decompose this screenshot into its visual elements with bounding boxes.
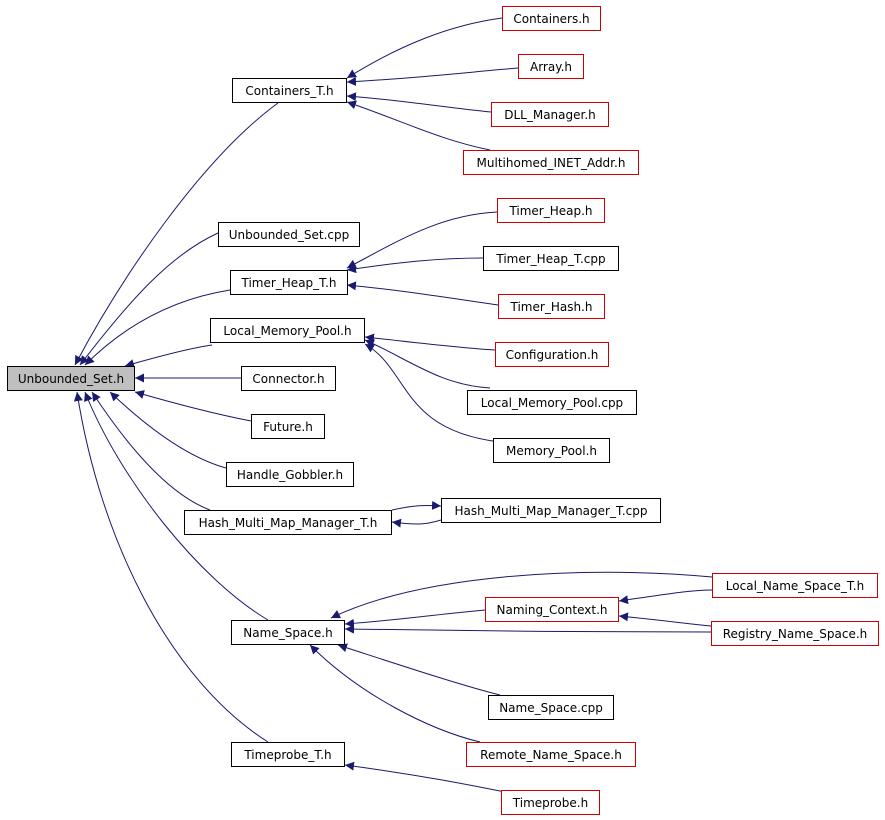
edge-remote-name-space-h-to-name-space-h — [309, 644, 481, 743]
edge-memory-pool-h-to-local-memory-pool-h — [364, 343, 501, 443]
node-naming-context-h[interactable]: Naming_Context.h — [485, 597, 619, 622]
node-hash-multi-map-manager-t-cpp[interactable]: Hash_Multi_Map_Manager_T.cpp — [441, 498, 661, 523]
edge-local-memory-pool-h-to-unbounded-set-h — [124, 344, 213, 368]
edge-naming-context-h-to-name-space-h — [344, 609, 486, 628]
node-timer-heap-t-h[interactable]: Timer_Heap_T.h — [230, 270, 348, 295]
edge-registry-name-space-h-to-name-space-h — [344, 624, 712, 634]
node-future-h[interactable]: Future.h — [251, 414, 325, 439]
edge-name-space-h-to-unbounded-set-h — [84, 391, 269, 621]
edge-hash-multi-map-manager-t-h-to-unbounded-set-h — [91, 391, 211, 511]
node-containers-t-h[interactable]: Containers_T.h — [232, 78, 347, 103]
node-timer-hash-h[interactable]: Timer_Hash.h — [498, 294, 605, 319]
edge-handle-gobbler-h-to-unbounded-set-h — [109, 391, 227, 469]
edge-hash-multi-map-manager-t-h-to-hash-multi-map-manager-t-cpp — [391, 500, 442, 511]
edge-dll-manager-h-to-containers-t-h — [346, 92, 492, 113]
node-name-space-cpp[interactable]: Name_Space.cpp — [488, 695, 614, 720]
edge-multihomed-inet-addr-h-to-containers-t-h — [346, 100, 491, 151]
node-multihomed-inet-addr-h[interactable]: Multihomed_INET_Addr.h — [463, 150, 639, 175]
node-remote-name-space-h[interactable]: Remote_Name_Space.h — [466, 742, 636, 767]
edge-containers-h-to-containers-t-h — [346, 17, 503, 79]
edge-timer-heap-h-to-timer-heap-t-h — [346, 211, 498, 269]
edge-registry-name-space-h-to-naming-context-h — [618, 612, 712, 627]
edge-future-h-to-unbounded-set-h — [134, 390, 252, 422]
node-memory-pool-h[interactable]: Memory_Pool.h — [493, 438, 610, 463]
edge-containers-t-h-to-unbounded-set-h — [74, 102, 279, 366]
edge-timer-heap-t-cpp-to-timer-heap-t-h — [346, 257, 484, 274]
node-hash-multi-map-manager-t-h[interactable]: Hash_Multi_Map_Manager_T.h — [184, 510, 392, 535]
edge-timer-heap-t-h-to-unbounded-set-h — [84, 289, 231, 366]
node-local-memory-pool-h[interactable]: Local_Memory_Pool.h — [210, 318, 365, 343]
node-array-h[interactable]: Array.h — [518, 54, 584, 79]
edge-unbounded-set-cpp-to-unbounded-set-h — [79, 232, 219, 366]
edge-local-name-space-t-h-to-name-space-h — [330, 571, 713, 619]
node-containers-h[interactable]: Containers.h — [502, 6, 601, 31]
node-name-space-h[interactable]: Name_Space.h — [231, 620, 345, 645]
edge-array-h-to-containers-t-h — [346, 67, 519, 87]
edge-timer-hash-h-to-timer-heap-t-h — [346, 281, 499, 306]
node-handle-gobbler-h[interactable]: Handle_Gobbler.h — [226, 462, 354, 487]
node-unbounded-set-cpp[interactable]: Unbounded_Set.cpp — [218, 222, 360, 247]
node-timer-heap-t-cpp[interactable]: Timer_Heap_T.cpp — [483, 246, 619, 271]
edge-timeprobe-t-h-to-unbounded-set-h — [73, 391, 269, 743]
node-configuration-h[interactable]: Configuration.h — [495, 342, 609, 367]
node-local-memory-pool-cpp[interactable]: Local_Memory_Pool.cpp — [467, 390, 637, 415]
edge-local-memory-pool-cpp-to-local-memory-pool-h — [364, 339, 491, 389]
edge-configuration-h-to-local-memory-pool-h — [364, 333, 496, 351]
edge-timeprobe-h-to-timeprobe-t-h — [344, 761, 506, 793]
node-registry-name-space-h[interactable]: Registry_Name_Space.h — [711, 621, 879, 646]
node-local-name-space-t-h[interactable]: Local_Name_Space_T.h — [712, 573, 878, 598]
edge-local-name-space-t-h-to-naming-context-h — [618, 589, 713, 605]
node-timeprobe-h[interactable]: Timeprobe.h — [501, 790, 600, 815]
edge-name-space-cpp-to-name-space-h — [337, 643, 501, 696]
node-timer-heap-h[interactable]: Timer_Heap.h — [497, 198, 605, 223]
node-connector-h[interactable]: Connector.h — [241, 366, 336, 391]
node-dll-manager-h[interactable]: DLL_Manager.h — [491, 102, 609, 127]
node-unbounded-set-h: Unbounded_Set.h — [7, 366, 135, 391]
edge-hash-multi-map-manager-t-cpp-to-hash-multi-map-manager-t-h — [391, 518, 442, 528]
node-timeprobe-t-h[interactable]: Timeprobe_T.h — [231, 742, 345, 767]
